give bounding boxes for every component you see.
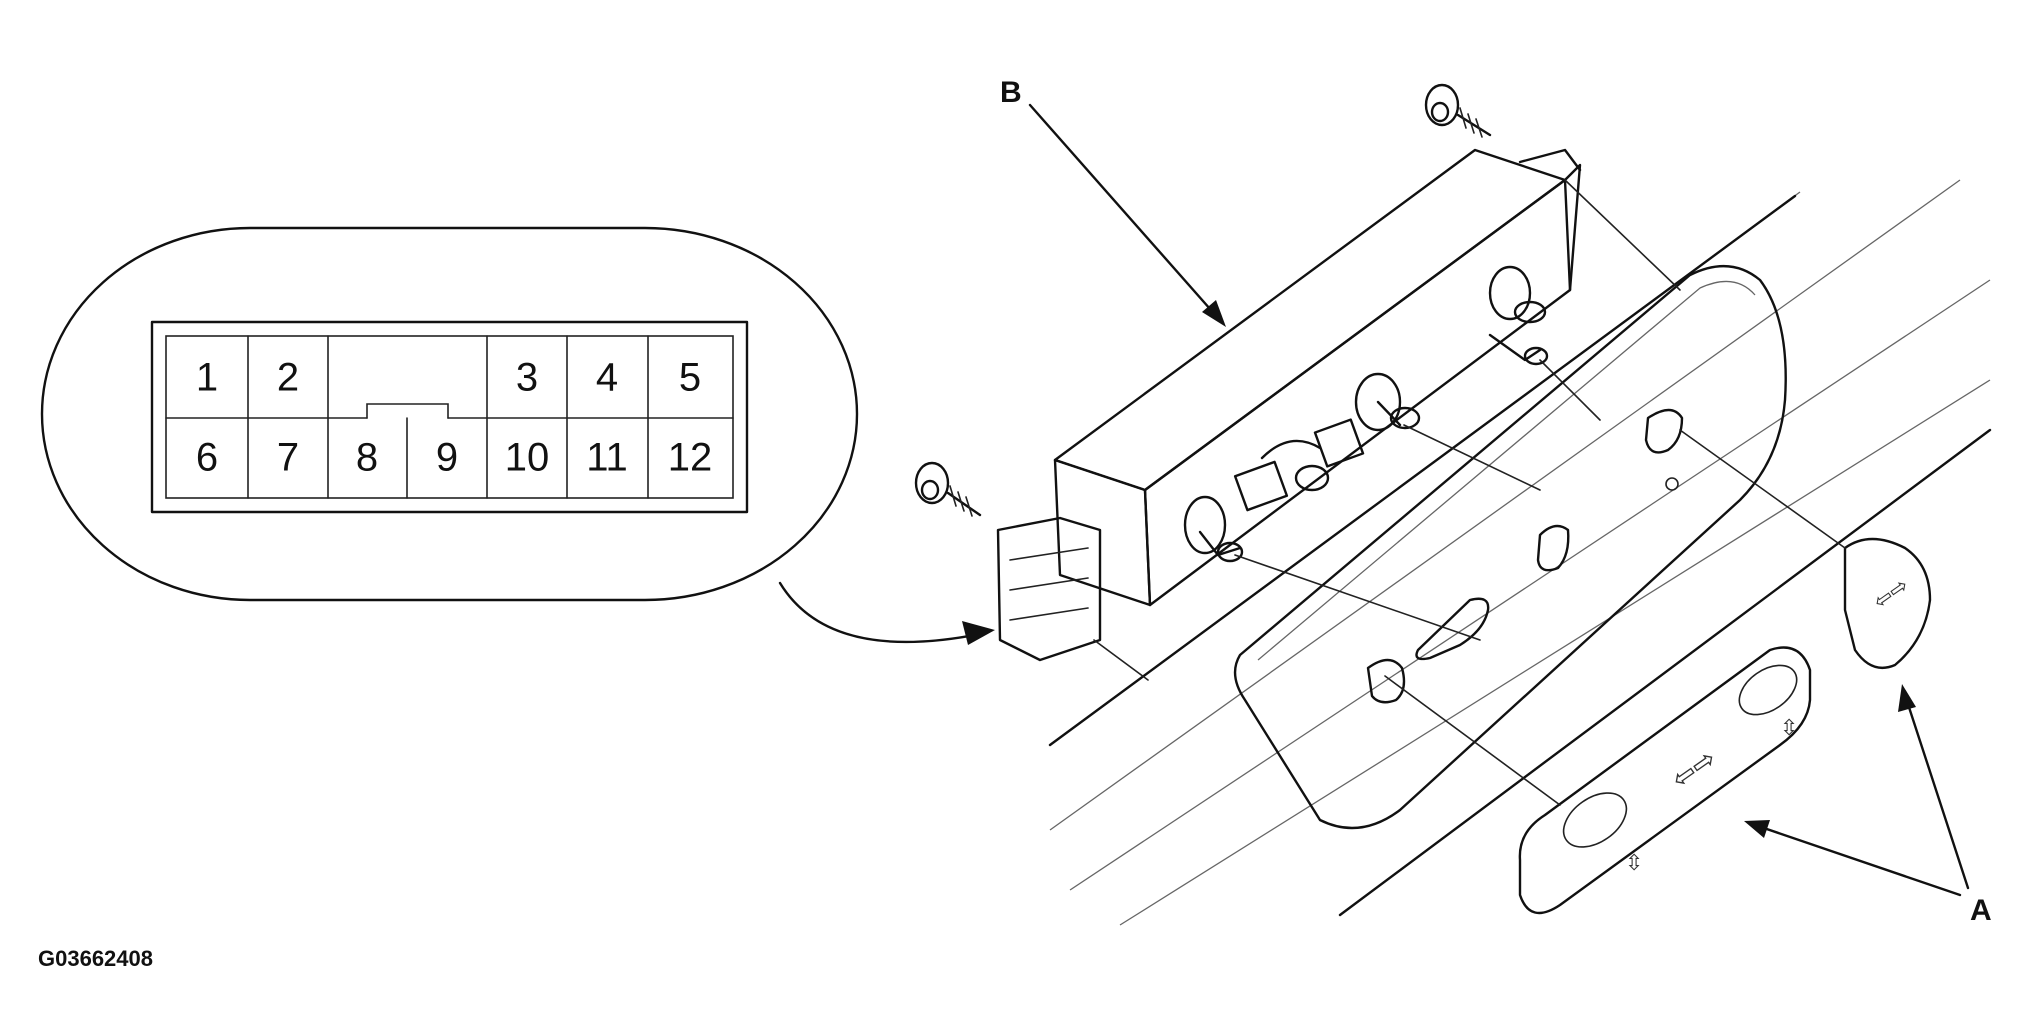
pin-5: 5 xyxy=(679,356,701,400)
callout-a: A xyxy=(1744,684,1992,927)
svg-text:⇦⇨: ⇦⇨ xyxy=(1869,573,1914,615)
pin-4: 4 xyxy=(596,356,618,400)
pin-1: 1 xyxy=(196,356,218,400)
pin-3: 3 xyxy=(516,356,538,400)
switch-bezel xyxy=(1233,264,1787,830)
figure-code: G03662408 xyxy=(38,946,153,971)
connector-pin-grid xyxy=(165,335,734,499)
callout-a-label: A xyxy=(1970,894,1992,927)
switch-assembly xyxy=(996,148,1681,681)
screw-left xyxy=(914,461,982,517)
detail-pointer-arrowhead xyxy=(962,621,995,645)
svg-text:⇳: ⇳ xyxy=(1625,851,1643,876)
pin-10: 10 xyxy=(505,436,550,480)
bezel-hole-slot xyxy=(1415,597,1490,661)
seat-trim-panel xyxy=(1048,179,1992,926)
switch-connector-housing xyxy=(996,516,1102,662)
switch-body-end xyxy=(1053,458,1152,607)
pin-8: 8 xyxy=(356,436,378,480)
svg-text:⇳: ⇳ xyxy=(1780,716,1798,741)
pin-6: 6 xyxy=(196,436,218,480)
pin-7: 7 xyxy=(277,436,299,480)
detail-pointer-arrow xyxy=(778,581,987,644)
pin-2: 2 xyxy=(277,356,299,400)
connector-face xyxy=(150,320,749,514)
screw-top xyxy=(1424,83,1492,138)
connector-detail: 1 2 3 4 5 6 7 8 9 10 11 12 xyxy=(40,226,995,645)
pin-12: 12 xyxy=(668,436,713,480)
bezel-screw-hole xyxy=(1665,477,1679,491)
callout-b: B xyxy=(1000,76,1226,327)
pin-9: 9 xyxy=(436,436,458,480)
pin-11: 11 xyxy=(586,436,628,480)
knob-long: ⇦⇨ ⇳ ⇳ xyxy=(1384,646,1812,915)
svg-text:⇦⇨: ⇦⇨ xyxy=(1665,742,1722,796)
callout-b-label: B xyxy=(1000,76,1022,109)
switch-posts xyxy=(1183,265,1549,563)
connector-face-inner xyxy=(165,335,734,499)
bezel-hole-small xyxy=(1536,524,1570,572)
connector-detail-oval xyxy=(40,226,859,602)
switch-tab xyxy=(1518,148,1582,172)
switch-body-top xyxy=(1053,148,1567,492)
bezel-hole-right xyxy=(1644,408,1684,454)
